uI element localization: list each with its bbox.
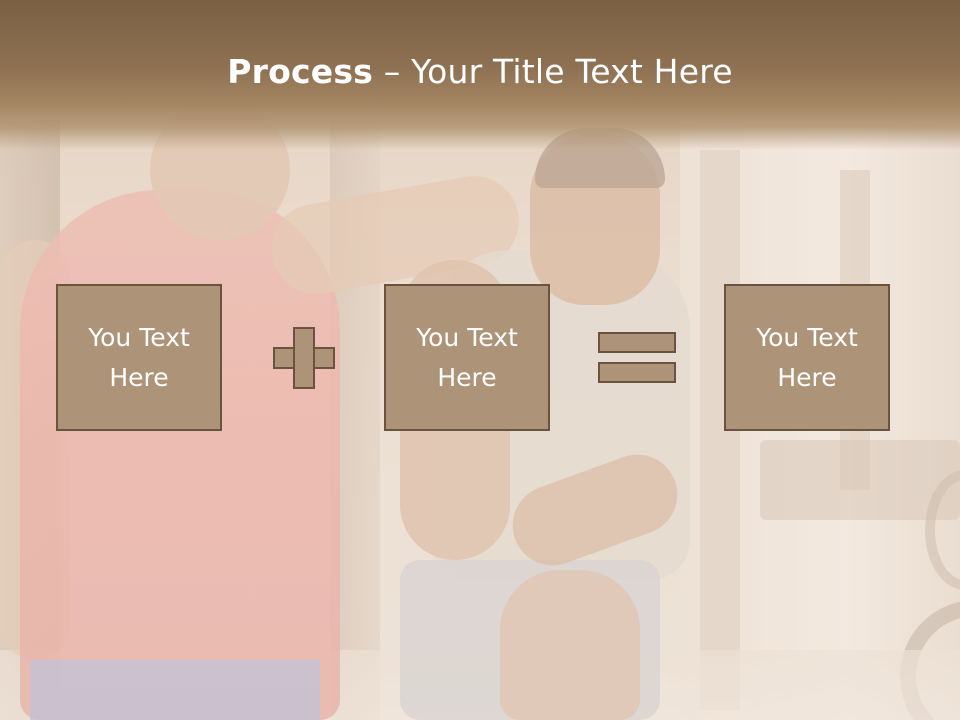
person-right-knee (500, 570, 640, 720)
equals-icon (598, 332, 676, 384)
plus-center (295, 349, 313, 367)
title-rest: – Your Title Text Here (373, 52, 733, 91)
box-text-line: Here (777, 362, 837, 392)
box-text-line: Here (109, 362, 169, 392)
slide-title: Process – Your Title Text Here (0, 52, 960, 91)
gym-bench (760, 440, 960, 520)
title-band (0, 0, 960, 150)
box-text-line: You Text (756, 322, 858, 352)
title-bold: Process (227, 52, 374, 91)
box-text-line: You Text (88, 322, 190, 352)
person-left-shorts (30, 660, 320, 720)
equals-top-bar (598, 332, 676, 353)
box-text-line: You Text (416, 322, 518, 352)
plus-icon (273, 327, 335, 389)
box-text-line: Here (437, 362, 497, 392)
equals-bottom-bar (598, 362, 676, 383)
